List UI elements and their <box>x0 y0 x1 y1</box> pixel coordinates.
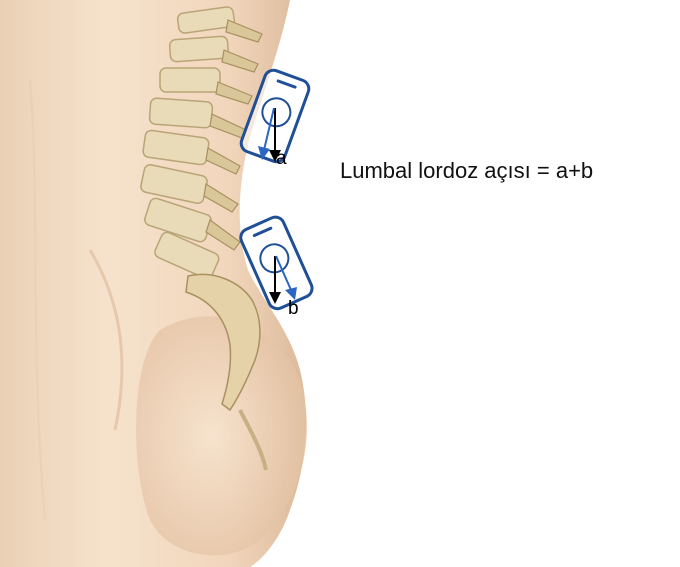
angle-label-a: a <box>276 148 287 170</box>
angle-label-b: b <box>288 298 299 320</box>
lordosis-formula: Lumbal lordoz açısı = a+b <box>340 158 593 184</box>
